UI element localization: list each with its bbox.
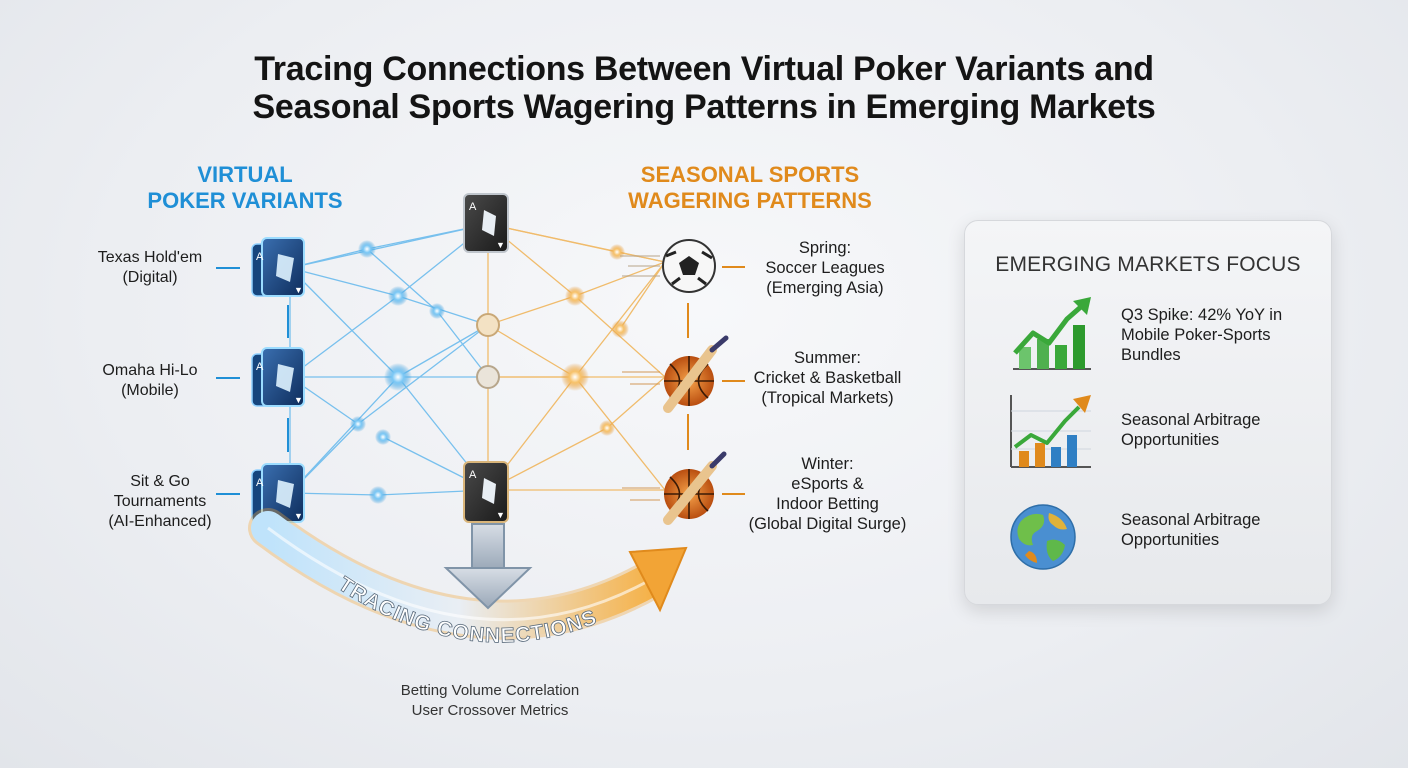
panel-item-line: Seasonal Arbitrage (1121, 411, 1261, 429)
season-name: Winter: (801, 455, 854, 473)
panel-item-arbitrage-1: Seasonal Arbitrage Opportunities (1121, 410, 1321, 450)
left-connectors (216, 267, 289, 495)
variant-name: Omaha Hi-Lo (102, 362, 198, 379)
svg-text:▼: ▼ (294, 285, 303, 295)
metrics-caption: Betting Volume Correlation User Crossove… (360, 681, 620, 721)
panel-item-arbitrage-2: Seasonal Arbitrage Opportunities (1121, 510, 1321, 550)
svg-text:▼: ▼ (294, 395, 303, 405)
panel-title: EMERGING MARKETS FOCUS (995, 253, 1301, 276)
blue-connection-lines (289, 223, 489, 496)
svg-text:A: A (469, 469, 477, 481)
svg-text:▼: ▼ (294, 511, 303, 521)
season-summer: Summer: Cricket & Basketball (Tropical M… (735, 348, 920, 408)
card-stack-omaha-icon: A ▼ (251, 347, 305, 407)
soccer-ball-icon (620, 239, 716, 293)
svg-text:A: A (256, 361, 264, 373)
season-sport: Soccer Leagues (765, 259, 885, 277)
basketball-cricket-icon (622, 335, 729, 413)
svg-text:A: A (469, 201, 477, 213)
growth-chart-icon (1013, 297, 1091, 370)
season-sport-cont: Indoor Betting (776, 495, 879, 513)
right-connectors (687, 266, 745, 495)
svg-text:▼: ▼ (496, 510, 505, 520)
season-spring: Spring: Soccer Leagues (Emerging Asia) (740, 238, 910, 298)
emerging-markets-panel: EMERGING MARKETS FOCUS Q3 Spike: 42% YoY… (964, 220, 1332, 605)
variant-texas-holdem: Texas Hold'em (Digital) (80, 248, 220, 288)
metric-user-crossover: User Crossover Metrics (411, 702, 569, 719)
season-name: Spring: (798, 239, 852, 257)
panel-item-line: Q3 Spike: 42% YoY in (1121, 306, 1283, 324)
left-heading-line-2: POKER VARIANTS (147, 188, 343, 213)
panel-item-line: Opportunities (1121, 531, 1220, 549)
variant-name: Texas Hold'em (97, 249, 203, 266)
center-top-card-icon: A ▼ (463, 193, 509, 253)
season-sport: Cricket & Basketball (753, 369, 902, 387)
variant-name: Sit & Go (130, 473, 190, 490)
panel-item-line: Mobile Poker-Sports (1121, 326, 1271, 344)
panel-item-line: Opportunities (1121, 431, 1220, 449)
left-heading-line-1: VIRTUAL (197, 162, 293, 187)
blue-nodes (350, 240, 445, 504)
svg-text:A: A (256, 251, 264, 263)
right-heading-line-2: WAGERING PATTERNS (628, 188, 872, 213)
season-winter: Winter: eSports & Indoor Betting (Global… (730, 454, 925, 534)
svg-text:▼: ▼ (496, 240, 505, 250)
card-stack-texas-icon: A ▼ (251, 237, 305, 297)
orange-connection-lines (487, 223, 666, 491)
page-title: Tracing Connections Between Virtual Poke… (0, 50, 1408, 126)
down-arrow-icon (443, 523, 533, 610)
trend-chart-icon (1010, 395, 1091, 468)
globe-icon (1010, 504, 1076, 570)
right-column-heading: SEASONAL SPORTS WAGERING PATTERNS (610, 162, 890, 214)
variant-omaha-hilo: Omaha Hi-Lo (Mobile) (80, 361, 220, 401)
svg-text:A: A (256, 477, 264, 489)
orange-nodes (561, 244, 629, 436)
center-nodes (476, 313, 500, 389)
title-line-1: Tracing Connections Between Virtual Poke… (254, 50, 1154, 88)
panel-item-q3-spike: Q3 Spike: 42% YoY in Mobile Poker-Sports… (1121, 305, 1321, 365)
variant-platform: (AI-Enhanced) (108, 513, 212, 530)
variant-name-cont: Tournaments (113, 493, 207, 510)
center-bottom-card-icon: A ▼ (463, 461, 509, 523)
panel-item-line: Bundles (1121, 346, 1181, 364)
panel-item-line: Seasonal Arbitrage (1121, 511, 1261, 529)
title-line-2: Seasonal Sports Wagering Patterns in Eme… (252, 88, 1156, 126)
season-name: Summer: (794, 349, 861, 367)
right-heading-line-1: SEASONAL SPORTS (640, 162, 860, 187)
season-market: (Global Digital Surge) (748, 515, 907, 533)
variant-platform: (Digital) (122, 269, 178, 286)
season-sport: eSports & (791, 475, 864, 493)
season-market: (Tropical Markets) (761, 389, 894, 407)
variant-platform: (Mobile) (121, 382, 179, 399)
metric-betting-volume: Betting Volume Correlation (400, 682, 580, 699)
season-market: (Emerging Asia) (766, 279, 884, 297)
left-column-heading: VIRTUAL POKER VARIANTS (140, 162, 350, 214)
esports-indoor-icon (622, 451, 727, 525)
variant-sit-and-go: Sit & Go Tournaments (AI-Enhanced) (80, 472, 240, 532)
